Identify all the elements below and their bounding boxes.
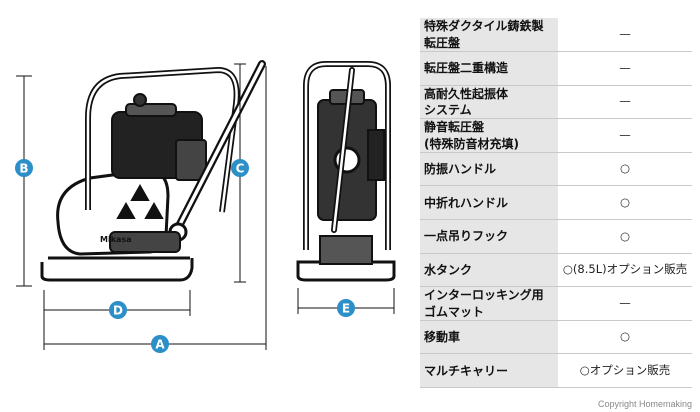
spec-value: — (558, 118, 692, 153)
svg-text:B: B (19, 162, 28, 176)
spec-value: ○ (558, 185, 692, 221)
dimension-badge-d: D (109, 301, 127, 319)
spec-row: 移動車○ (420, 320, 692, 355)
spec-row: 防振ハンドル○ (420, 152, 692, 187)
spec-row: 中折れハンドル○ (420, 185, 692, 221)
spec-label: 移動車 (420, 320, 558, 355)
spec-value: — (558, 18, 692, 53)
spec-label: 転圧盤二重構造 (420, 51, 558, 86)
spec-label: 静音転圧盤(特殊防音材充填) (420, 118, 558, 153)
copyright-text: Copyright Homemaking (597, 399, 692, 409)
spec-row: 高耐久性起振体システム— (420, 85, 692, 120)
svg-text:D: D (113, 304, 123, 318)
spec-label: 中折れハンドル (420, 185, 558, 221)
dimension-badge-e: E (337, 299, 355, 317)
spec-label: 水タンク (420, 253, 558, 288)
front-view (296, 61, 396, 282)
spec-row: 静音転圧盤(特殊防音材充填)— (420, 118, 692, 153)
spec-row: 一点吊りフック○ (420, 219, 692, 254)
spec-value: — (558, 286, 692, 321)
spec-row: 転圧盤二重構造— (420, 51, 692, 86)
spec-row: インターロッキング用ゴムマット— (420, 286, 692, 321)
spec-label: マルチキャリー (420, 353, 558, 389)
svg-text:E: E (342, 302, 350, 316)
spec-label: 高耐久性起振体システム (420, 85, 558, 120)
spec-row: 特殊ダクタイル鋳鉄製転圧盤— (420, 18, 692, 53)
side-view (40, 60, 266, 282)
spec-value: ○ (558, 320, 692, 355)
spec-row: マルチキャリー○オプション販売 (420, 353, 692, 389)
svg-text:A: A (155, 338, 165, 352)
spec-label: 防振ハンドル (420, 152, 558, 187)
logo-text: Mikasa (100, 235, 132, 244)
spec-table-body: 特殊ダクタイル鋳鉄製転圧盤—転圧盤二重構造—高耐久性起振体システム—静音転圧盤(… (420, 18, 692, 389)
compactor-drawing: Mikasa (15, 60, 396, 353)
feature-spec-table: 特殊ダクタイル鋳鉄製転圧盤—転圧盤二重構造—高耐久性起振体システム—静音転圧盤(… (420, 18, 692, 389)
spec-value: — (558, 51, 692, 86)
spec-value: ○ (558, 152, 692, 187)
spec-label: インターロッキング用ゴムマット (420, 286, 558, 321)
spec-value: ○(8.5L)オプション販売 (558, 253, 692, 288)
spec-value: ○オプション販売 (558, 353, 692, 389)
dimension-lines (16, 63, 395, 350)
dimension-badge-c: C (231, 159, 249, 177)
spec-label: 一点吊りフック (420, 219, 558, 254)
dimension-badge-b: B (15, 159, 33, 177)
plate-compactor-diagram: Mikasa (15, 60, 396, 353)
spec-row: 水タンク○(8.5L)オプション販売 (420, 253, 692, 288)
spec-value: — (558, 85, 692, 120)
dimension-badge-a: A (151, 335, 169, 353)
spec-label: 特殊ダクタイル鋳鉄製転圧盤 (420, 18, 558, 53)
spec-value: ○ (558, 219, 692, 254)
svg-text:C: C (236, 162, 245, 176)
